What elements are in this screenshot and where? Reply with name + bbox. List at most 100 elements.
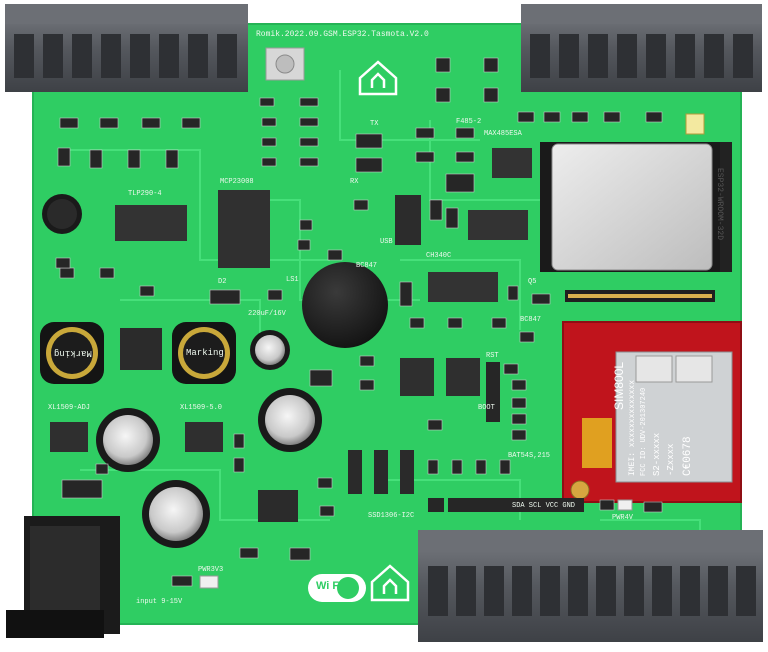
smd-part [455, 151, 475, 163]
smd-part [95, 463, 109, 475]
smd-part [445, 173, 475, 193]
smd-part [55, 257, 71, 269]
label-ch340c: CH340C [426, 252, 452, 260]
label-ssd1306: SSD1306-I2C [368, 512, 415, 520]
smd-part [603, 111, 621, 123]
ic-mcp23008 [218, 190, 270, 268]
smd-part [59, 267, 75, 279]
smd-part [317, 477, 333, 489]
smd-part [429, 199, 443, 221]
terminal-screw-slot [456, 566, 476, 616]
smd-part [127, 149, 141, 169]
smd-part [427, 419, 443, 431]
sim800l-module [562, 321, 742, 503]
smd-part [359, 379, 375, 391]
wifi-logo [308, 574, 366, 602]
smd-part [261, 157, 277, 167]
label-xl1509-adj: XL1509-ADJ [48, 404, 91, 412]
smd-part [543, 111, 561, 123]
ic-ch340c [428, 272, 498, 302]
smd-part [233, 433, 245, 449]
terminal-screw-slot [568, 566, 588, 616]
terminal-screw-slot [704, 34, 724, 78]
label-cap220: 220uF/16V [248, 310, 286, 318]
smd-part [519, 331, 535, 343]
smd-part [483, 87, 499, 103]
smd-part [415, 151, 435, 163]
smd-part [233, 457, 245, 473]
terminal-block-top-right [521, 4, 762, 92]
sim800l-name: SIM800L [612, 361, 626, 410]
power-input-label: input 9-15V [136, 598, 183, 606]
ic-regulator-right [185, 422, 223, 452]
smd-part [299, 97, 319, 107]
label-rst: RST [486, 352, 499, 360]
smd-part [319, 505, 335, 517]
smd-part [289, 547, 311, 561]
label-max485: MAX485ESA [484, 130, 522, 138]
terminal-block-top-left [5, 4, 248, 92]
label-usb: USB [380, 238, 393, 246]
smd-part [309, 369, 333, 387]
electrolytic-capacitor-5 [42, 194, 82, 234]
terminal-screw-slot [588, 34, 608, 78]
smd-part [511, 397, 527, 409]
smd-part [57, 147, 71, 167]
sim800l-zx: -Zxxxx [666, 443, 676, 476]
smd-part [531, 293, 551, 305]
terminal-screw-slot [617, 34, 637, 78]
label-marking-2: Marking [186, 348, 224, 358]
smd-part [59, 117, 79, 129]
label-mcp23008: MCP23008 [220, 178, 254, 186]
smd-part [507, 285, 519, 301]
smd-part [165, 149, 179, 169]
smd-part [89, 149, 103, 169]
terminal-screw-slot [675, 34, 695, 78]
smd-part [455, 127, 475, 139]
smd-part [599, 499, 615, 511]
smd-part [645, 111, 663, 123]
terminal-screw-slot [596, 566, 616, 616]
smd-part [517, 111, 535, 123]
pwr4v-label: PWR4V [612, 514, 634, 522]
label-rx: RX [350, 178, 359, 186]
dc-power-jack [6, 516, 120, 638]
pin-header-vertical [486, 362, 500, 422]
smd-part [511, 429, 527, 441]
home-logo-top [358, 60, 398, 96]
smd-part [209, 289, 241, 305]
smd-part [171, 575, 193, 587]
smd-part [99, 267, 115, 279]
electrolytic-capacitor-2 [258, 388, 322, 452]
terminal-screw-slot [540, 566, 560, 616]
smd-part [483, 57, 499, 73]
smd-part [297, 239, 311, 251]
terminal-screw-slot [130, 34, 150, 78]
esp32-antenna-pins [565, 290, 715, 302]
smd-part [139, 285, 155, 297]
pwr3v3-label: PWR3V3 [198, 566, 224, 574]
terminal-screw-slot [530, 34, 550, 78]
home-logo-bottom [370, 564, 410, 602]
electrolytic-capacitor-3 [142, 480, 210, 548]
smd-part [499, 459, 511, 475]
terminal-screw-slot [680, 566, 700, 616]
inductor-left [40, 322, 104, 384]
smd-part [475, 459, 487, 475]
terminal-screw-slot [733, 34, 753, 78]
terminal-screw-slot [646, 34, 666, 78]
label-bc847-b: BC847 [520, 316, 542, 324]
smd-part [267, 289, 283, 301]
electrolytic-capacitor-1 [96, 408, 160, 472]
label-d2: D2 [218, 278, 227, 286]
smd-part [141, 117, 161, 129]
smd-part [239, 547, 259, 559]
terminal-screw-slot [512, 566, 532, 616]
smd-part [415, 127, 435, 139]
terminal-screw-slot [72, 34, 92, 78]
esp32-label: ESP32-WROOM-32D [715, 168, 724, 241]
sim800l-ce: C€0678 [682, 436, 694, 476]
terminal-screw-slot [43, 34, 63, 78]
terminal-screw-slot [708, 566, 728, 616]
